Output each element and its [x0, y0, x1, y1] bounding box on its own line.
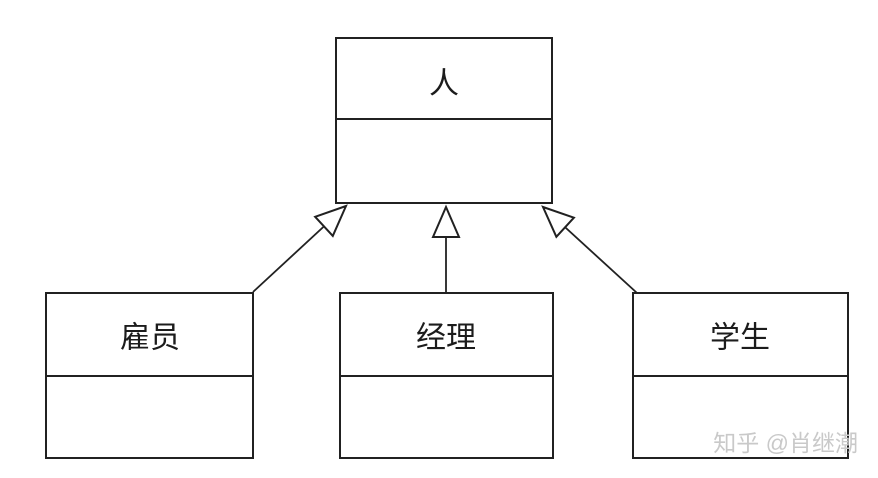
- class-name-employee: 雇员: [120, 322, 180, 355]
- class-box-person: 人: [335, 37, 553, 204]
- class-name-person: 人: [429, 68, 459, 101]
- class-box-employee: 雇员: [45, 292, 254, 459]
- generalization-arrows: [252, 204, 638, 294]
- class-box-student: 学生: [632, 292, 849, 459]
- inheritance-arrow-employee-to-person: [252, 204, 348, 293]
- class-box-manager: 经理: [339, 292, 554, 459]
- class-box-person-border: [335, 37, 553, 204]
- inheritance-arrow-student-to-person: [541, 205, 638, 294]
- class-name-student: 学生: [710, 322, 770, 355]
- class-name-manager: 经理: [416, 322, 476, 355]
- zhihu-watermark: 知乎 @肖继潮: [713, 430, 858, 456]
